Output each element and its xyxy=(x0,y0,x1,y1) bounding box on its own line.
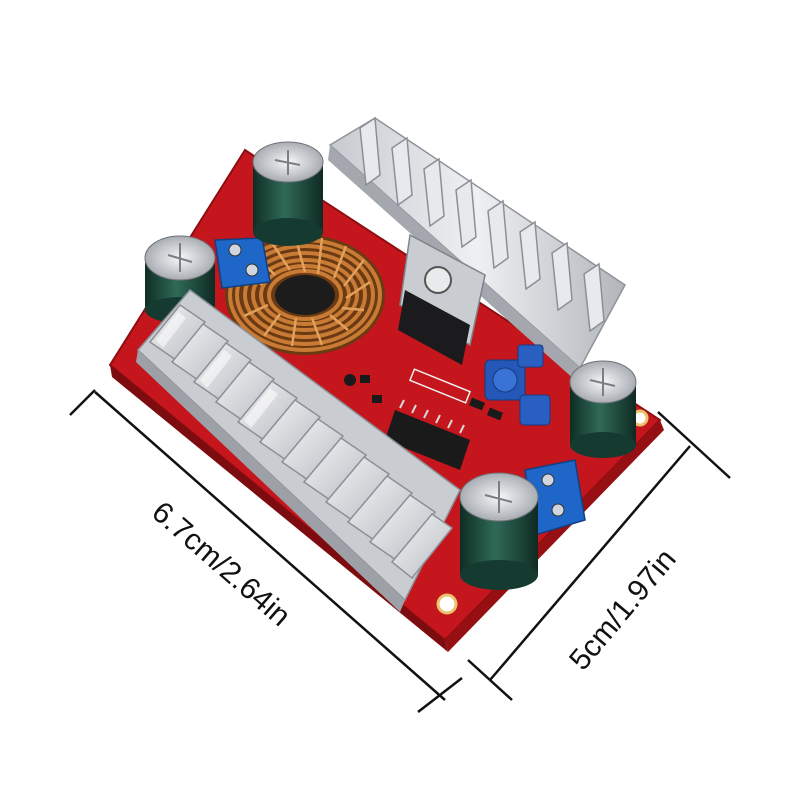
input-terminal xyxy=(214,237,271,289)
width-label: 5cm/1.97in xyxy=(563,543,683,677)
capacitor-front xyxy=(459,472,539,590)
controller-ic xyxy=(385,399,470,470)
length-label: 6.7cm/2.64in xyxy=(145,495,296,633)
capacitor-right xyxy=(569,360,637,458)
mount-hole xyxy=(436,593,458,615)
width-dimension xyxy=(467,411,731,701)
power-mosfet xyxy=(398,233,486,365)
capacitor-rear-left xyxy=(252,141,324,246)
length-dimension xyxy=(69,389,463,713)
front-heatsink xyxy=(136,288,461,612)
smd-components xyxy=(344,368,503,421)
trim-potentiometer xyxy=(484,344,551,426)
